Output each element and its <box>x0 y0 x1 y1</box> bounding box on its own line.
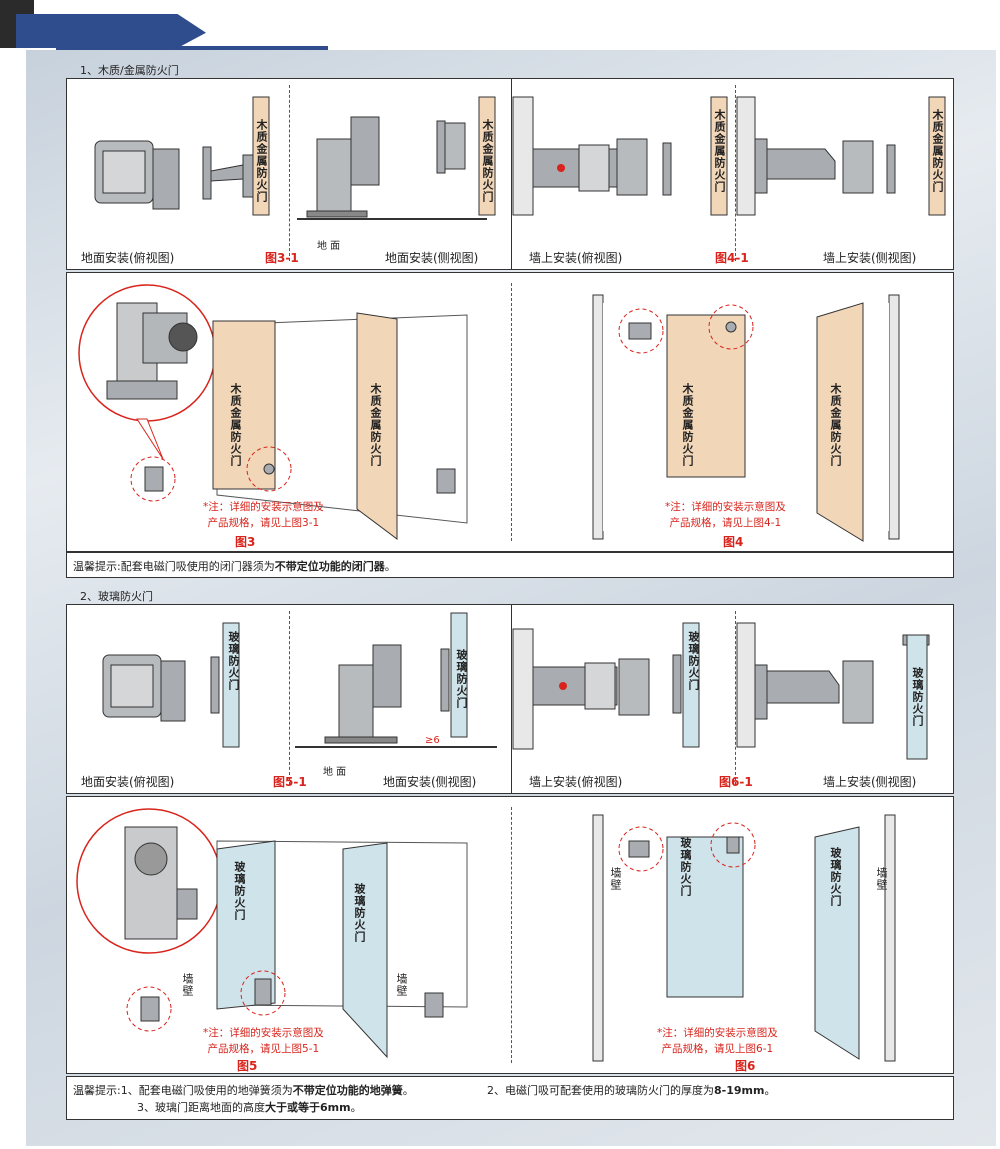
door-label-fig3a: 木质金属防火门 <box>229 383 242 467</box>
door-label-4-1b: 木质金属防火门 <box>931 109 944 193</box>
caption-5-1-left: 地面安装(俯视图) <box>81 775 175 789</box>
wall-label-fig5a: 墙壁 <box>181 973 194 997</box>
panel-fig5-fig6: 玻璃防火门 玻璃防火门 玻璃防火门 玻璃防火门 墙壁 墙壁 墙壁 墙壁 *注：详… <box>66 796 954 1074</box>
figure-label-5: 图5 <box>237 1059 258 1073</box>
fig5-1-fig6-1-drawing <box>102 612 930 760</box>
tip-2-item-3: 3、玻璃门距离地面的高度大于或等于6mm。 <box>137 1101 362 1114</box>
caption-5-1-right: 地面安装(侧视图) <box>383 775 477 789</box>
note-fig6: *注：详细的安装示意图及产品规格，请见上图6-1 <box>657 1027 778 1055</box>
panel-fig5-1-fig6-1: 玻璃防火门 玻璃防火门 玻璃防火门 玻璃防火门 ≥6 地 面 地面安装(俯视图)… <box>66 604 954 794</box>
header-tab <box>16 14 206 48</box>
door-label-5-1b: 玻璃防火门 <box>455 649 468 709</box>
figure-label-4: 图4 <box>723 535 744 549</box>
panel-fig3-fig4: 木质金属防火门 木质金属防火门 木质金属防火门 木质金属防火门 *注：详细的安装… <box>66 272 954 552</box>
wall-label-fig6a: 墙壁 <box>609 867 622 891</box>
door-label-fig6a: 玻璃防火门 <box>679 837 692 897</box>
ground-label-3-1: 地 面 <box>317 241 341 252</box>
figure-label-5-1: 图5-1 <box>273 775 307 789</box>
header-underline <box>56 46 328 50</box>
tip-1-text: 温馨提示:配套电磁门吸使用的闭门器须为不带定位功能的闭门器。 <box>73 560 396 573</box>
wall-label-fig5b: 墙壁 <box>395 973 408 997</box>
door-label-fig4b: 木质金属防火门 <box>829 383 842 467</box>
note-fig4: *注：详细的安装示意图及产品规格，请见上图4-1 <box>665 501 786 529</box>
panel-fig3-1-fig4-1: 木质金属防火门 木质金属防火门 木质金属防火门 木质金属防火门 地 面 地面安装… <box>66 78 954 270</box>
tip-2-item-2: 2、电磁门吸可配套使用的玻璃防火门的厚度为8-19mm。 <box>487 1084 776 1097</box>
fig5-fig6-drawing <box>76 808 896 1062</box>
door-label-fig3b: 木质金属防火门 <box>369 383 382 467</box>
door-label-4-1a: 木质金属防火门 <box>713 109 726 193</box>
caption-6-1-left: 墙上安装(俯视图) <box>529 775 623 789</box>
figure-label-4-1: 图4-1 <box>715 251 749 265</box>
section-title-glass: 2、玻璃防火门 <box>80 590 153 603</box>
caption-3-1-left: 地面安装(俯视图) <box>81 251 175 265</box>
door-label-3-1b: 木质金属防火门 <box>481 119 494 203</box>
fig3-fig4-drawing <box>78 284 900 542</box>
ground-label-5-1: 地 面 <box>323 767 347 778</box>
caption-6-1-right: 墙上安装(侧视图) <box>823 775 917 789</box>
door-label-fig5a: 玻璃防火门 <box>233 861 246 921</box>
door-label-6-1a: 玻璃防火门 <box>687 631 700 691</box>
caption-4-1-right: 墙上安装(侧视图) <box>823 251 917 265</box>
caption-3-1-right: 地面安装(侧视图) <box>385 251 479 265</box>
tip-box-1: 温馨提示:配套电磁门吸使用的闭门器须为不带定位功能的闭门器。 <box>66 552 954 578</box>
door-label-3-1a: 木质金属防火门 <box>255 119 268 203</box>
wall-label-fig6b: 墙壁 <box>875 867 888 891</box>
gap-label: ≥6 <box>425 735 440 746</box>
door-label-fig5b: 玻璃防火门 <box>353 883 366 943</box>
note-fig5: *注：详细的安装示意图及产品规格，请见上图5-1 <box>203 1027 324 1055</box>
figure-label-6: 图6 <box>735 1059 756 1073</box>
door-label-6-1b: 玻璃防火门 <box>911 667 924 727</box>
caption-4-1-left: 墙上安装(俯视图) <box>529 251 623 265</box>
tip-box-2: 温馨提示:1、配套电磁门吸使用的地弹簧须为不带定位功能的地弹簧。 2、电磁门吸可… <box>66 1076 954 1120</box>
section-title-wood: 1、木质/金属防火门 <box>80 64 179 77</box>
door-label-5-1a: 玻璃防火门 <box>227 631 240 691</box>
figure-label-6-1: 图6-1 <box>719 775 753 789</box>
fig3-1-fig4-1-drawing <box>94 96 946 220</box>
door-label-fig6b: 玻璃防火门 <box>829 847 842 907</box>
figure-label-3-1: 图3-1 <box>265 251 299 265</box>
note-fig3: *注：详细的安装示意图及产品规格，请见上图3-1 <box>203 501 324 529</box>
door-label-fig4a: 木质金属防火门 <box>681 383 694 467</box>
tip-2-line-1: 温馨提示:1、配套电磁门吸使用的地弹簧须为不带定位功能的地弹簧。 <box>73 1084 414 1097</box>
figure-label-3: 图3 <box>235 535 256 549</box>
